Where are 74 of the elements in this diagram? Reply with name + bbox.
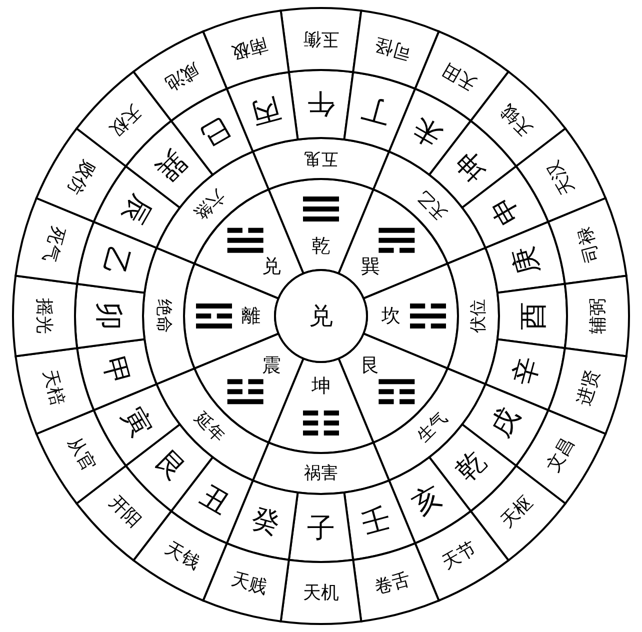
ring-sector bbox=[14, 197, 95, 285]
star-label: 败仿 bbox=[63, 156, 100, 198]
mountain-label: 辛 bbox=[506, 353, 546, 389]
trigram-name: 艮 bbox=[361, 354, 380, 376]
trigram-name: 兑 bbox=[262, 256, 281, 278]
ring-sector bbox=[352, 542, 440, 622]
mountain-label: 巳 bbox=[194, 111, 236, 154]
ring-sector bbox=[14, 347, 95, 435]
star-label: 天钱 bbox=[162, 538, 204, 574]
ring-sector bbox=[202, 542, 290, 622]
star-label: 进贤 bbox=[574, 368, 604, 408]
direction-label: 延年 bbox=[190, 408, 229, 446]
mountain-label: 巽 bbox=[150, 144, 193, 188]
mountain-label: 丑 bbox=[194, 478, 236, 521]
ring-sector bbox=[352, 10, 440, 90]
trigram-name: 坤 bbox=[312, 375, 330, 397]
ring-sector bbox=[547, 347, 628, 435]
mountain-label: 丙 bbox=[248, 92, 284, 131]
star-label: 从官 bbox=[63, 434, 100, 476]
ring-sector bbox=[202, 10, 290, 90]
star-label: 摇光 bbox=[34, 298, 54, 334]
mountain-label: 酉 bbox=[516, 302, 550, 330]
trigram-name: 震 bbox=[262, 354, 281, 376]
direction-label: 五鬼 bbox=[304, 148, 338, 168]
mountain-label: 坤 bbox=[449, 144, 492, 188]
mountain-label: 未 bbox=[406, 111, 448, 154]
mountain-label: 甲 bbox=[96, 353, 136, 389]
star-label: 天汉 bbox=[542, 156, 579, 198]
trigram-name: 巽 bbox=[361, 256, 380, 278]
star-label: 司禄 bbox=[574, 224, 604, 264]
star-label: 辅弼 bbox=[588, 298, 608, 334]
ring-sector bbox=[446, 246, 500, 386]
mountain-label: 戌 bbox=[483, 402, 526, 442]
star-label: 天棓 bbox=[38, 368, 68, 408]
trigram-name: 離 bbox=[242, 305, 260, 327]
mountain-label: 乾 bbox=[449, 444, 492, 488]
mountain-label: 寅 bbox=[116, 402, 159, 442]
mountain-label: 亥 bbox=[406, 478, 448, 521]
direction-label: 伏位 bbox=[468, 299, 488, 333]
star-label: 咸池 bbox=[162, 58, 204, 94]
star-label: 开阳 bbox=[104, 492, 146, 532]
mountain-label: 卯 bbox=[92, 302, 126, 330]
direction-label: 绝命 bbox=[154, 299, 174, 333]
direction-label: 天乙 bbox=[413, 186, 452, 224]
mountain-label: 申 bbox=[483, 190, 526, 230]
mountain-label: 子 bbox=[307, 512, 335, 544]
star-label: 卷舌 bbox=[372, 568, 413, 598]
direction-label: 六煞 bbox=[190, 186, 229, 224]
mountain-label: 乙 bbox=[96, 243, 136, 279]
mountain-label: 辰 bbox=[116, 190, 159, 230]
mountain-label: 午 bbox=[307, 88, 335, 120]
mountain-label: 庚 bbox=[506, 243, 546, 279]
star-label: 南极 bbox=[229, 34, 270, 64]
mountain-label: 壬 bbox=[358, 501, 394, 540]
star-label: 天贱 bbox=[229, 568, 270, 598]
star-label: 天枢 bbox=[496, 492, 538, 532]
star-label: 玉衡 bbox=[303, 28, 339, 50]
star-label: 文昌 bbox=[542, 434, 579, 476]
star-label: 天钺 bbox=[496, 100, 538, 140]
direction-label: 祸害 bbox=[304, 464, 338, 484]
star-label: 司怪 bbox=[372, 34, 413, 64]
star-label: 天权 bbox=[104, 100, 146, 140]
mountain-label: 艮 bbox=[150, 444, 193, 488]
ring-sector bbox=[547, 197, 628, 285]
trigram-name: 乾 bbox=[312, 235, 330, 257]
trigram-name: 坎 bbox=[382, 305, 400, 327]
star-label: 天田 bbox=[438, 58, 480, 94]
ring-sector bbox=[288, 491, 354, 563]
star-label: 天节 bbox=[438, 538, 480, 574]
mountain-label: 丁 bbox=[358, 92, 394, 131]
mountain-label: 癸 bbox=[248, 501, 284, 540]
center-label: 兑 bbox=[309, 302, 333, 330]
star-label: 死气 bbox=[38, 224, 68, 264]
direction-label: 生气 bbox=[413, 408, 452, 446]
